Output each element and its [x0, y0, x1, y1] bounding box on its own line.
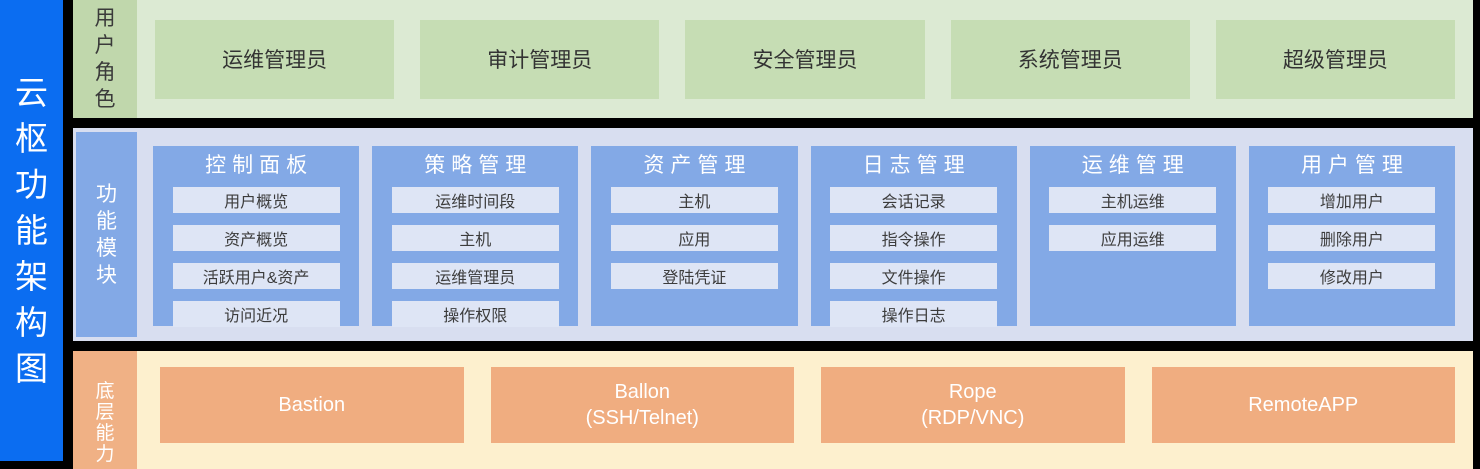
module-item: 用户概览	[172, 187, 340, 213]
role-box-system-admin: 系统管理员	[950, 19, 1190, 99]
module-item-list: 会话记录 指令操作 文件操作 操作日志	[811, 187, 1017, 327]
module-column-title: 用户管理	[1300, 154, 1409, 177]
module-column-title: 控制面板	[205, 154, 314, 177]
module-item: 主机运维	[1049, 187, 1217, 213]
module-item: 资产概览	[172, 225, 340, 251]
role-box-security-admin: 安全管理员	[685, 19, 925, 99]
user-roles-label: 用户角色	[94, 7, 116, 111]
module-item: 登陆凭证	[610, 263, 778, 289]
module-column-policy-mgmt: 策略管理 运维时间段 主机 运维管理员 操作权限	[372, 146, 579, 327]
module-column-title: 运维管理	[1081, 154, 1190, 177]
module-column-title: 策略管理	[424, 154, 533, 177]
diagram-title-bar: 云枢功能架构图	[0, 0, 63, 461]
user-roles-content: 运维管理员 审计管理员 安全管理员 系统管理员 超级管理员	[137, 0, 1473, 118]
module-item: 应用	[610, 225, 778, 251]
user-roles-label-box: 用户角色	[73, 0, 137, 118]
module-item-list: 主机 应用 登陆凭证	[591, 187, 797, 289]
module-column-asset-mgmt: 资产管理 主机 应用 登陆凭证	[591, 146, 798, 326]
section-base-capabilities: 底层能力 Bastion Ballon (SSH/Telnet) Rope (R…	[73, 351, 1473, 469]
base-capabilities-label-box: 底层能力	[73, 351, 137, 469]
module-item-list: 运维时间段 主机 运维管理员 操作权限	[372, 187, 578, 327]
module-item-list: 增加用户 删除用户 修改用户	[1249, 187, 1455, 289]
module-item: 修改用户	[1268, 263, 1436, 289]
module-item-list: 用户概览 资产概览 活跃用户&资产 访问近况	[153, 187, 359, 327]
section-function-modules: 功能模块 控制面板 用户概览 资产概览 活跃用户&资产 访问近况 策略管理 运维…	[73, 128, 1473, 341]
role-box-ops-admin: 运维管理员	[155, 19, 395, 99]
role-box-super-admin: 超级管理员	[1215, 19, 1456, 99]
module-item: 指令操作	[830, 225, 998, 251]
function-modules-content: 控制面板 用户概览 资产概览 活跃用户&资产 访问近况 策略管理 运维时间段 主…	[137, 128, 1473, 341]
module-item-list: 主机运维 应用运维	[1030, 187, 1236, 251]
module-item: 操作权限	[391, 301, 559, 327]
role-box-audit-admin: 审计管理员	[420, 19, 660, 99]
module-item: 访问近况	[172, 301, 340, 327]
module-item: 删除用户	[1268, 225, 1436, 251]
module-item: 会话记录	[830, 187, 998, 213]
base-box-ballon-ssh-telnet: Ballon (SSH/Telnet)	[490, 367, 794, 443]
module-item: 增加用户	[1268, 187, 1436, 213]
diagram-body: 用户角色 运维管理员 审计管理员 安全管理员 系统管理员 超级管理员 功能模块 …	[73, 0, 1473, 469]
diagram-title: 云枢功能架构图	[15, 73, 48, 387]
module-item: 运维管理员	[391, 263, 559, 289]
function-modules-label: 功能模块	[95, 182, 117, 287]
module-item: 操作日志	[830, 301, 998, 327]
module-item: 活跃用户&资产	[172, 263, 340, 289]
module-column-ops-mgmt: 运维管理 主机运维 应用运维	[1029, 146, 1236, 326]
function-modules-label-box: 功能模块	[76, 132, 137, 337]
module-column-control-panel: 控制面板 用户概览 资产概览 活跃用户&资产 访问近况	[153, 146, 360, 327]
base-capabilities-label: 底层能力	[95, 381, 115, 465]
module-item: 主机	[391, 225, 559, 251]
base-capabilities-content: Bastion Ballon (SSH/Telnet) Rope (RDP/VN…	[137, 351, 1473, 469]
module-column-user-mgmt: 用户管理 增加用户 删除用户 修改用户	[1248, 146, 1456, 326]
module-column-log-mgmt: 日志管理 会话记录 指令操作 文件操作 操作日志	[810, 146, 1017, 327]
base-box-bastion: Bastion	[160, 367, 464, 443]
section-user-roles: 用户角色 运维管理员 审计管理员 安全管理员 系统管理员 超级管理员	[73, 0, 1473, 118]
base-box-remoteapp: RemoteAPP	[1151, 367, 1455, 443]
module-item: 运维时间段	[391, 187, 559, 213]
base-box-rope-rdp-vnc: Rope (RDP/VNC)	[821, 367, 1125, 443]
module-item: 应用运维	[1049, 225, 1217, 251]
module-item: 主机	[610, 187, 778, 213]
module-item: 文件操作	[830, 263, 998, 289]
module-column-title: 日志管理	[862, 154, 971, 177]
module-column-title: 资产管理	[643, 154, 752, 177]
